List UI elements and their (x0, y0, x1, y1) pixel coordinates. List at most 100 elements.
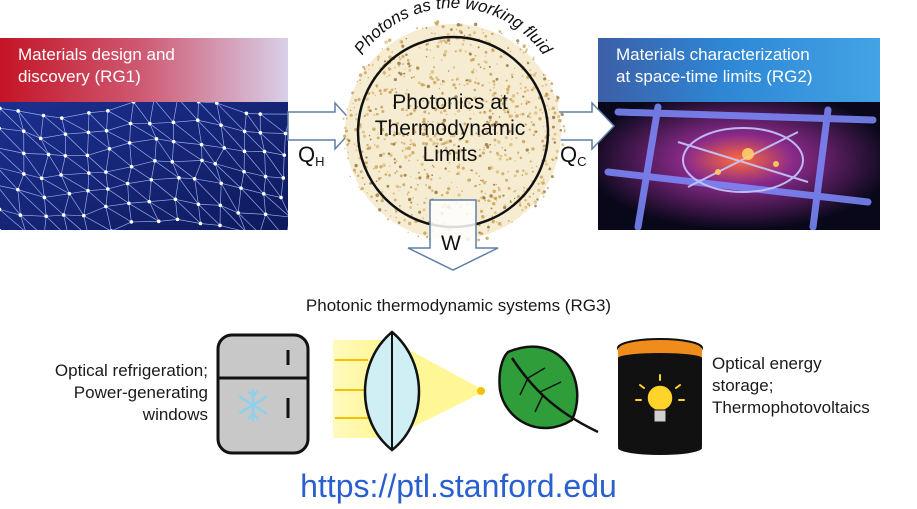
rg1-title-line2: discovery (RG1) (18, 67, 141, 86)
mesh-edge (171, 161, 180, 178)
photon-dot (454, 113, 456, 116)
mesh-node (59, 173, 63, 177)
photon-dot (491, 112, 494, 115)
photon-dot (509, 50, 512, 53)
photon-dot (349, 113, 353, 117)
photon-dot (458, 83, 461, 86)
photon-dot (427, 112, 430, 115)
photon-dot (400, 107, 405, 112)
mesh-edge (83, 206, 106, 217)
photon-dot (403, 142, 406, 145)
photon-dot (524, 172, 528, 176)
photon-dot (473, 96, 477, 100)
photon-dot (459, 23, 463, 27)
photon-dot (358, 73, 363, 77)
work-output-arrow (407, 199, 499, 271)
mesh-edge (130, 102, 134, 124)
mesh-edge (131, 221, 159, 223)
photon-dot (358, 186, 360, 188)
mesh-edge (0, 128, 24, 132)
mesh-edge (201, 144, 216, 164)
photon-dot (422, 117, 426, 121)
photon-dot (532, 193, 535, 195)
photon-dot (513, 174, 517, 178)
photon-dot (532, 73, 537, 77)
photon-dot (486, 120, 489, 123)
mesh-node (242, 149, 247, 154)
photon-dot (485, 130, 489, 134)
refrigerator-icon (216, 333, 310, 455)
photon-dot (402, 133, 406, 137)
mesh-edge (40, 138, 66, 157)
photon-dot (392, 104, 396, 108)
photon-dot (408, 68, 412, 72)
mesh-node (86, 188, 90, 193)
photon-dot (493, 128, 495, 131)
mesh-node (196, 202, 201, 207)
mesh-node (67, 191, 72, 196)
photon-dot (488, 115, 492, 120)
left-applications-text: Optical refrigeration; Power-generating … (54, 361, 208, 424)
photon-dot (554, 156, 558, 160)
mesh-edge (216, 102, 222, 126)
photon-dot (373, 114, 376, 116)
photon-dot (499, 55, 503, 59)
photon-dot (399, 174, 403, 178)
photon-dot (379, 165, 383, 169)
photon-dot (373, 167, 375, 170)
photon-dot (378, 208, 382, 212)
photon-dot (380, 105, 384, 109)
photon-dot (420, 83, 425, 87)
website-link[interactable]: https://ptl.stanford.edu (300, 468, 617, 504)
photon-dot (422, 120, 426, 124)
photon-dot (489, 143, 492, 146)
photon-dot (432, 121, 434, 123)
mesh-node (173, 197, 178, 202)
photon-dot (394, 210, 398, 213)
photon-dot (406, 193, 409, 196)
photon-dot (440, 43, 443, 45)
photon-dot (411, 150, 415, 155)
mesh-edge (41, 177, 70, 194)
photon-dot (501, 124, 505, 128)
rg2-title-line1: Materials characterization (616, 45, 810, 64)
photon-dot (416, 27, 419, 30)
photon-dot (548, 166, 551, 169)
mesh-node (63, 153, 68, 158)
photon-dot (551, 115, 556, 120)
mesh-edge (20, 214, 26, 230)
mesh-node (170, 159, 175, 164)
mesh-edge (63, 193, 70, 216)
photon-dot (470, 44, 472, 46)
photon-dot (404, 68, 406, 70)
photon-dot (379, 122, 381, 124)
lens-icon (333, 330, 485, 452)
mesh-edge (17, 189, 47, 217)
mesh-edge (105, 172, 109, 190)
photon-dot (463, 84, 466, 87)
photon-dot (418, 210, 422, 214)
photon-dot (422, 208, 426, 212)
mesh-edge (130, 123, 157, 140)
photon-dot (425, 44, 428, 46)
mesh-edge (131, 166, 152, 181)
photon-dot (489, 89, 492, 92)
photon-dot (346, 117, 348, 120)
photon-dot (528, 128, 532, 132)
photon-dot (491, 48, 495, 53)
photon-dot (555, 149, 559, 153)
photon-dot (434, 190, 438, 195)
photon-dot (433, 32, 436, 35)
photon-dot (404, 92, 408, 95)
mesh-node (0, 207, 2, 212)
photon-dot (539, 175, 544, 179)
photon-dot (477, 238, 481, 242)
photon-dot (526, 61, 529, 63)
photon-dot (473, 113, 475, 115)
photon-dot (438, 87, 441, 90)
mesh-node (21, 129, 26, 134)
mesh-edge (23, 173, 42, 179)
mesh-edge (69, 193, 85, 216)
mesh-edge (265, 176, 282, 198)
photon-dot (434, 134, 436, 137)
